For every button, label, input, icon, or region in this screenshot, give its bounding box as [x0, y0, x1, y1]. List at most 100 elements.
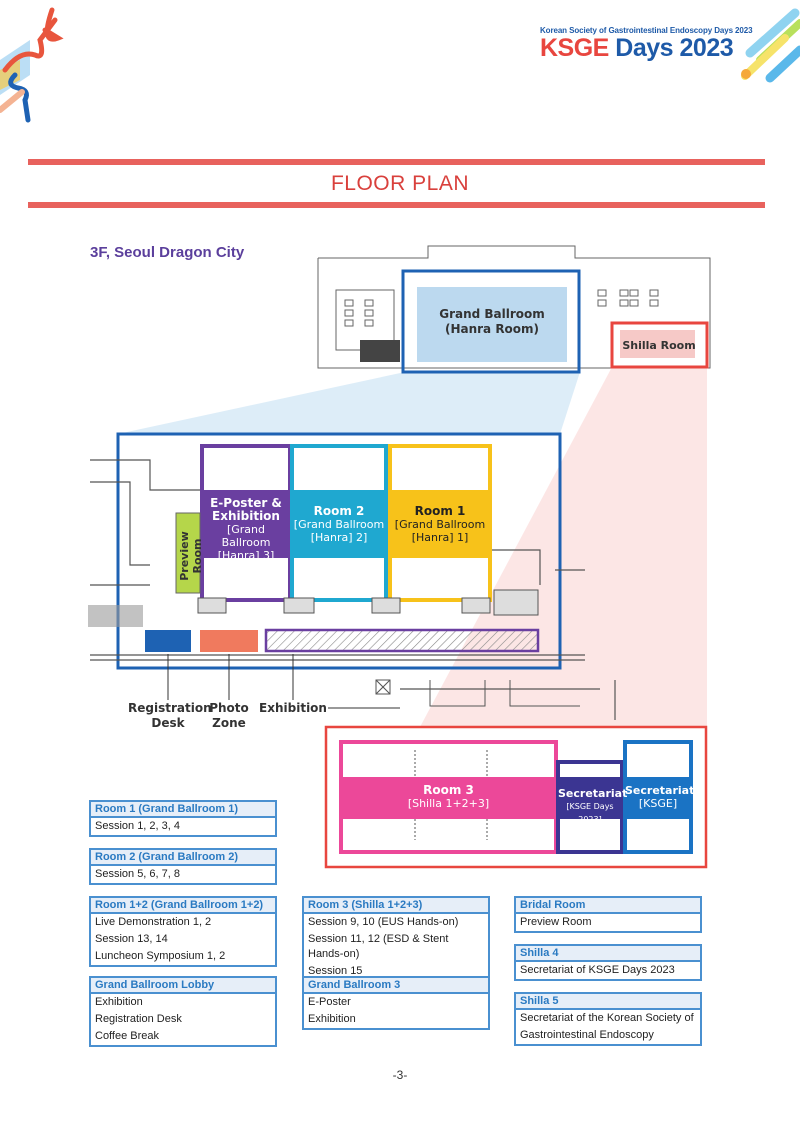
- brand-ksge: KSGE: [540, 34, 609, 62]
- secretariat-ksge-band: [625, 777, 691, 819]
- logo-peach-stroke: [0, 89, 25, 113]
- legend-lobby: Grand Ballroom Lobby Exhibition Registra…: [89, 976, 277, 1047]
- room1-name: Room 1: [414, 504, 466, 518]
- legend-item: Exhibition: [95, 996, 143, 1008]
- legend-item: Session 15: [308, 965, 363, 977]
- legend-item: Luncheon Symposium 1, 2: [95, 950, 226, 962]
- floor-plan-map: [88, 245, 711, 869]
- lower-corridor: [375, 679, 580, 707]
- legend-item: Session 5, 6, 7, 8: [95, 868, 180, 880]
- legend-title: Bridal Room: [516, 898, 700, 914]
- secretariat-days-band: [558, 777, 622, 819]
- legend-grand-ballroom-3: Grand Ballroom 3 E-Poster Exhibition: [302, 976, 490, 1030]
- overview-grand-ballroom-line2: (Hanra Room): [444, 322, 540, 336]
- secretariat-ksge-sub: [KSGE]: [638, 797, 678, 810]
- legend-item: Registration Desk: [95, 1013, 182, 1025]
- secretariat-ksge-name: Secretariat: [625, 784, 695, 797]
- legend-room3: Room 3 (Shilla 1+2+3) Session 9, 10 (EUS…: [302, 896, 490, 982]
- detail-walls: [90, 459, 616, 720]
- logo-blue-stroke: [8, 72, 31, 123]
- legend-shilla-5: Shilla 5 Secretariat of the Korean Socie…: [514, 992, 702, 1046]
- secretariat-days-name: Secretariat: [558, 787, 628, 800]
- legend-room1-2: Room 1+2 (Grand Ballroom 1+2) Live Demon…: [89, 896, 277, 967]
- legend-title: Grand Ballroom Lobby: [91, 978, 275, 994]
- room3-name: Room 3: [423, 783, 474, 797]
- legend-title: Room 2 (Grand Ballroom 2): [91, 850, 275, 866]
- room1-label: Room 1 [Grand Ballroom [Hanra] 1]: [390, 504, 490, 545]
- legend-item: Session 1, 2, 3, 4: [95, 820, 180, 832]
- page-number: -3-: [392, 1068, 408, 1082]
- registration-desk-box: [145, 630, 191, 652]
- zoom-wedge-grand-ballroom: [118, 372, 580, 434]
- photo-zone-box: [200, 630, 258, 652]
- room3-band: [341, 777, 556, 819]
- brand-days: Days 2023: [608, 34, 734, 62]
- streak-yellow: [741, 34, 789, 80]
- legend-item: Secretariat of KSGE Days 2023: [520, 964, 675, 976]
- overview-grand-ballroom-label: Grand Ballroom (Hanra Room): [432, 307, 552, 337]
- room3-sub: [Shilla 1+2+3]: [407, 797, 490, 810]
- preview-room-box: [175, 512, 201, 594]
- page-title: FLOOR PLAN: [330, 172, 470, 195]
- eposter-name-1: E-Poster &: [210, 496, 282, 510]
- secretariat-days-sub: [KSGE Days 2023]: [566, 802, 614, 824]
- eposter-sub-1: [Grand Ballroom: [221, 523, 271, 549]
- room1-sub-1: [Grand Ballroom: [394, 518, 486, 531]
- registration-desk-callout: Registration Desk: [128, 701, 212, 731]
- photo-line2: Zone: [212, 716, 246, 730]
- logo-red-stroke: [2, 7, 64, 73]
- eposter-room-band: [202, 490, 290, 558]
- detail-stairs: [88, 605, 143, 627]
- room3-label: Room 3 [Shilla 1+2+3]: [341, 783, 556, 811]
- overview-shilla-label: Shilla Room: [622, 339, 696, 352]
- legend-item: Secretariat of the Korean Society of: [520, 1012, 694, 1024]
- exhibition-callout: Exhibition: [259, 701, 327, 715]
- room1-band: [390, 490, 490, 558]
- legend-room2: Room 2 (Grand Ballroom 2) Session 5, 6, …: [89, 848, 277, 885]
- brand-subtitle: Korean Society of Gastrointestinal Endos…: [540, 26, 753, 35]
- eposter-name-2: Exhibition: [212, 509, 280, 523]
- title-rule-bottom: [28, 202, 765, 208]
- legend-title: Grand Ballroom 3: [304, 978, 488, 994]
- room2-sub-1: [Grand Ballroom: [293, 518, 385, 531]
- title-rule-top: [28, 159, 765, 165]
- legend-item: Session 11, 12 (ESD & Stent Hands-on): [308, 933, 449, 960]
- ksge-logo-mark: [0, 7, 64, 123]
- overview-grand-ballroom-outline: [401, 269, 581, 374]
- streak-blue-2: [765, 45, 800, 83]
- registration-line2: Desk: [151, 716, 185, 730]
- foyer-blocks: [197, 597, 491, 614]
- detail-grand-ballroom-outline: [116, 432, 562, 670]
- exhibition-area-box: [264, 628, 540, 653]
- legend-item: Gastrointestinal Endoscopy: [520, 1029, 654, 1041]
- photo-zone-callout: Photo Zone: [204, 701, 254, 731]
- secretariat-days-label: Secretariat [KSGE Days 2023]: [558, 787, 628, 826]
- overview-grand-ballroom-fill: [417, 287, 567, 362]
- room3-partitions: [414, 750, 488, 840]
- overview-shilla-fill: [620, 330, 695, 358]
- legend-item: Exhibition: [308, 1013, 356, 1025]
- room1-sub-2: [Hanra] 1]: [411, 531, 469, 544]
- secretariat-ksge-label: Secretariat [KSGE]: [625, 784, 695, 810]
- floor-subtitle: 3F, Seoul Dragon City: [90, 244, 245, 261]
- legend-item: Live Demonstration 1, 2: [95, 916, 212, 928]
- streak-blue: [745, 8, 800, 58]
- preview-room-label: Preview Room: [178, 531, 204, 581]
- callout-lines: [167, 654, 400, 709]
- legend-item: Session 13, 14: [95, 933, 168, 945]
- overview-stairs: [360, 340, 400, 362]
- eposter-room-label: E-Poster & Exhibition [Grand Ballroom [H…: [202, 496, 290, 563]
- legend-title: Room 1 (Grand Ballroom 1): [91, 802, 275, 818]
- legend-bridal-room: Bridal Room Preview Room: [514, 896, 702, 933]
- overview-grand-ballroom-line1: Grand Ballroom: [439, 307, 545, 321]
- legend-title: Room 3 (Shilla 1+2+3): [304, 898, 488, 914]
- registration-line1: Registration: [128, 701, 212, 715]
- room2-name: Room 2: [313, 504, 365, 518]
- legend-room1: Room 1 (Grand Ballroom 1) Session 1, 2, …: [89, 800, 277, 837]
- legend-title: Shilla 5: [516, 994, 700, 1010]
- detail-service-room: [493, 589, 539, 616]
- overview-shilla-outline: [610, 321, 709, 369]
- brand-streaks-decoration: [741, 8, 800, 83]
- legend-item: Session 9, 10 (EUS Hands-on): [308, 916, 459, 928]
- brand-title: KSGE Days 2023: [540, 34, 734, 63]
